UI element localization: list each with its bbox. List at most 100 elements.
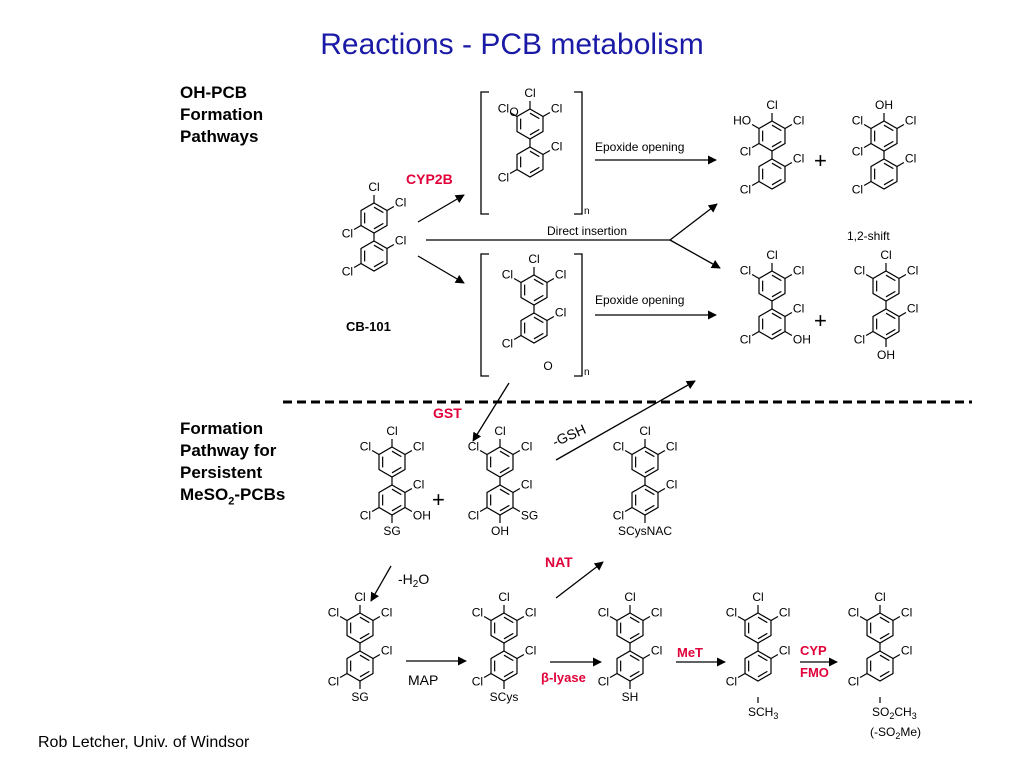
double-bond xyxy=(373,222,384,230)
substituent-label: Cl xyxy=(793,151,804,165)
substituent-label: Cl xyxy=(551,139,562,153)
substituent-bond xyxy=(386,205,395,212)
substituent-label: Cl xyxy=(651,605,662,619)
substituent-label: Cl xyxy=(848,605,859,619)
double-bond xyxy=(883,178,894,186)
substituent-label: Cl xyxy=(852,113,863,127)
substituent-label: Cl xyxy=(494,424,505,438)
arrow-epoxide-lower xyxy=(417,255,465,284)
substituent-bond xyxy=(483,672,492,679)
substituent-bond xyxy=(642,615,651,622)
section-meso2-label: Formation Pathway for Persistent MeSO2-P… xyxy=(180,418,285,512)
substituent-bond xyxy=(372,653,381,660)
substituent-bond xyxy=(542,149,551,156)
arrow-direct-down xyxy=(669,239,721,269)
double-bond xyxy=(757,616,768,624)
double-bond xyxy=(359,654,370,662)
double-bond xyxy=(533,316,544,324)
plus-sign: + xyxy=(814,148,827,173)
substituent-label: Cl xyxy=(901,643,912,657)
substituent-label: Cl xyxy=(413,439,424,453)
enzyme-gst: GST xyxy=(433,405,462,421)
arrow-direct-up xyxy=(669,203,718,241)
bracket-left xyxy=(480,91,489,215)
substituent-label: Cl xyxy=(555,267,566,281)
enzyme-beta-lyase: β-lyase xyxy=(541,670,586,685)
double-bond xyxy=(529,112,540,120)
double-bond xyxy=(879,616,890,624)
substituent-label: OH xyxy=(793,333,811,347)
substituent-label: Cl xyxy=(740,183,751,197)
substituent-label: Cl xyxy=(598,605,609,619)
substituent-bond xyxy=(372,615,381,622)
bracket-left xyxy=(480,253,489,377)
section-line: MeSO2-PCBs xyxy=(180,484,285,512)
double-bond xyxy=(757,654,768,662)
substituent-label: Cl xyxy=(766,248,777,262)
substituent-bond xyxy=(404,449,413,456)
double-bond xyxy=(757,632,768,640)
label-direct-insertion: Direct insertion xyxy=(547,224,627,238)
substituent-bond xyxy=(509,111,518,118)
substituent-bond xyxy=(896,123,905,130)
label-cb-101: CB-101 xyxy=(346,319,391,334)
substituent-bond xyxy=(624,506,633,513)
double-bond xyxy=(499,504,510,512)
section-line: Formation xyxy=(180,105,264,124)
substituent-label: Cl xyxy=(639,424,650,438)
substituent-bond xyxy=(784,161,793,168)
double-bond xyxy=(644,504,655,512)
substituent-label: Cl xyxy=(328,675,339,689)
bracket-right xyxy=(574,253,583,377)
double-bond xyxy=(391,488,402,496)
label-map: MAP xyxy=(408,672,438,688)
substituent-label: Cl xyxy=(395,195,406,209)
substituent-bond xyxy=(509,168,518,175)
double-bond xyxy=(391,450,402,458)
substituent-label: SCys xyxy=(490,690,519,704)
substituent-label: Cl xyxy=(381,605,392,619)
double-bond xyxy=(503,670,514,678)
substituent-label: Cl xyxy=(386,424,397,438)
substituent-label: Cl xyxy=(498,171,509,185)
substituent-bond xyxy=(751,180,760,187)
double-bond xyxy=(629,654,640,662)
double-bond xyxy=(629,670,640,678)
double-bond xyxy=(629,632,640,640)
substituent-label: Cl xyxy=(381,643,392,657)
section-line: Formation xyxy=(180,419,264,438)
substituent-label: Cl xyxy=(907,263,918,277)
substituent-label: Cl xyxy=(793,263,804,277)
double-bond xyxy=(771,312,782,320)
substituent-bond xyxy=(512,487,521,494)
substituent-label: Cl xyxy=(472,675,483,689)
arrow-gst xyxy=(472,382,510,442)
substituent-bond xyxy=(513,277,522,284)
double-bond xyxy=(533,278,544,286)
substituent-label: Cl xyxy=(740,333,751,347)
substituent-bond xyxy=(737,615,746,622)
double-bond xyxy=(771,274,782,282)
enzyme-cyp2b: CYP2B xyxy=(406,171,453,187)
substituent-label: Cl xyxy=(498,101,509,115)
double-bond xyxy=(644,450,655,458)
substituent-label: Cl xyxy=(624,590,635,604)
substituent-bond xyxy=(751,273,760,280)
bracket-n: n xyxy=(584,367,590,378)
substituent-bond xyxy=(863,180,872,187)
double-bond xyxy=(885,274,896,282)
substituent-bond xyxy=(865,330,874,337)
double-bond xyxy=(771,290,782,298)
double-bond xyxy=(499,466,510,474)
substituent-bond xyxy=(339,672,348,679)
substituent-bond xyxy=(609,615,618,622)
substituent-bond xyxy=(770,615,779,622)
double-bond xyxy=(373,244,384,252)
enzyme-fmo: FMO xyxy=(800,665,829,680)
substituent-bond xyxy=(371,449,380,456)
double-bond xyxy=(771,162,782,170)
plus-sign: + xyxy=(814,308,827,333)
substituent-label: Cl xyxy=(854,333,865,347)
substituent-label: Cl xyxy=(521,477,532,491)
